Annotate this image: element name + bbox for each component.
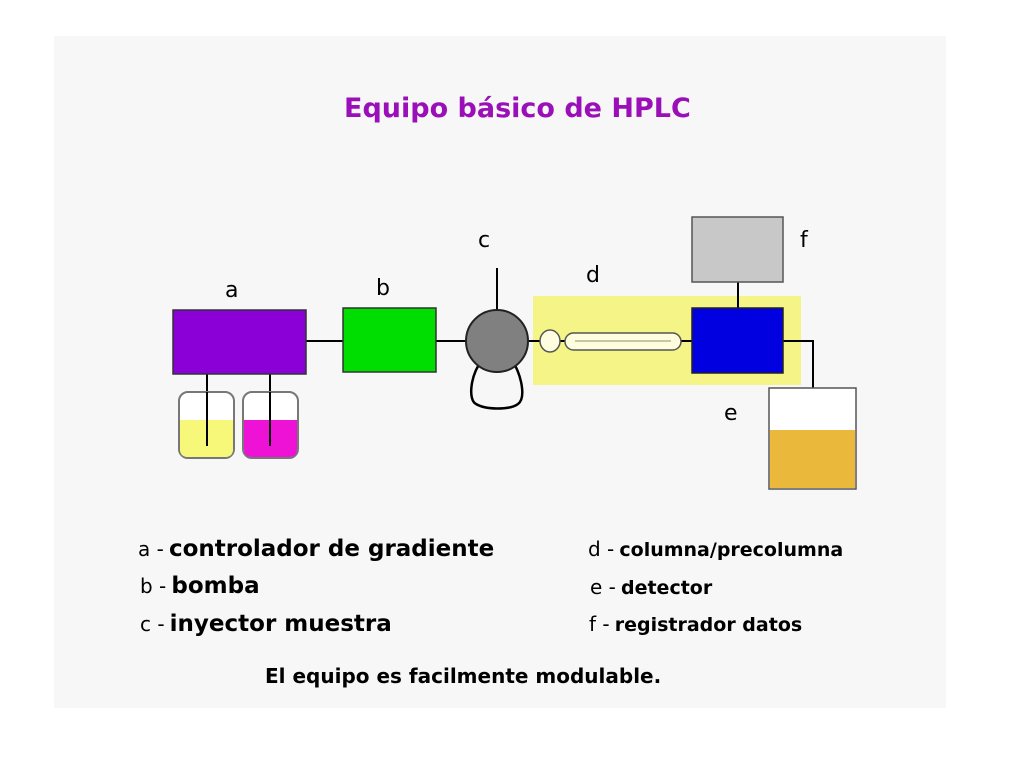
detector xyxy=(691,307,784,374)
legend-key-e: e - xyxy=(590,575,616,599)
label-f: f xyxy=(800,228,809,253)
legend-text-a: controlador de gradiente xyxy=(168,536,495,562)
legend-key-b: b - xyxy=(140,574,167,598)
tube-detector-waste xyxy=(783,340,814,405)
footer-note: El equipo es facilmente modulable. xyxy=(265,664,662,688)
solvent-reservoir-right xyxy=(242,391,299,459)
gradient-controller xyxy=(172,309,307,375)
legend-text-c: inyector muestra xyxy=(169,611,392,637)
legend-key-c: c - xyxy=(140,612,165,636)
hplc-diagram: Equipo básico de HPLC a b c d f xyxy=(172,93,857,490)
legend-item-c: c - inyector muestra xyxy=(140,611,392,637)
diagram-title: Equipo básico de HPLC xyxy=(344,93,691,124)
label-c: c xyxy=(478,228,490,253)
solvent-reservoir-left xyxy=(178,391,235,459)
waste-collector xyxy=(768,387,857,490)
legend-item-b: b - bomba xyxy=(140,573,260,599)
legend-text-d: columna/precolumna xyxy=(619,539,844,561)
label-e: e xyxy=(724,401,738,426)
legend-text-f: registrador datos xyxy=(614,614,803,636)
label-d: d xyxy=(586,263,600,288)
label-b: b xyxy=(376,276,390,301)
legend-item-e: e - detector xyxy=(590,575,712,599)
legend-key-d: d - xyxy=(588,537,615,561)
pump xyxy=(342,307,437,373)
legend-item-f: f - registrador datos xyxy=(589,612,802,636)
label-a: a xyxy=(225,278,238,303)
injector-valve xyxy=(465,309,529,373)
legend-item-a: a - controlador de gradiente xyxy=(138,536,494,562)
injector-sample-loop xyxy=(469,359,524,410)
precolumn xyxy=(539,329,561,353)
legend-key-a: a - xyxy=(138,537,164,561)
legend-text-b: bomba xyxy=(171,573,260,599)
legend-key-f: f - xyxy=(589,612,610,636)
data-recorder xyxy=(691,216,784,283)
legend-text-e: detector xyxy=(620,577,713,599)
legend-item-d: d - columna/precolumna xyxy=(588,537,843,561)
